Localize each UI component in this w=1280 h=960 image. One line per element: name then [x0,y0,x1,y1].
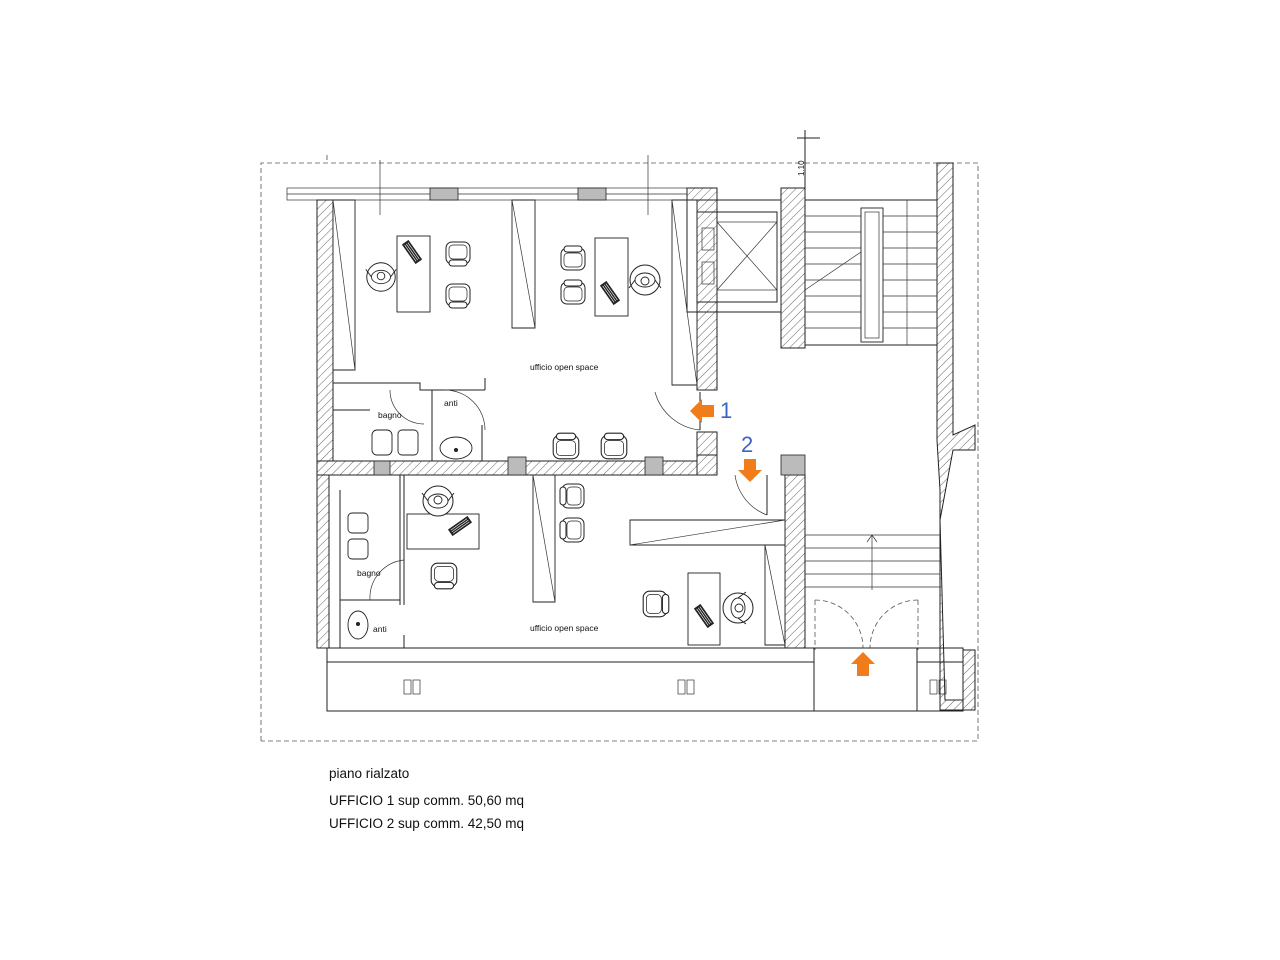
window-icon [403,679,421,695]
office-1: ufficio open space bagno anti [316,187,718,476]
dimension-marker: 1.10 [797,130,820,190]
entrance-1-marker: 1 [690,398,732,423]
room-label-anti-1: anti [444,398,458,408]
wall [686,187,718,201]
room-label-bathroom-1: bagno [378,410,402,420]
room-label-bathroom-2: bagno [357,568,381,578]
dimension-label: 1.10 [797,160,806,176]
balcony-railing [286,155,718,215]
floor-caption: piano rialzato [329,766,410,781]
office-2: ufficio open space bagno anti [316,454,806,649]
arrow-down-icon [738,459,762,482]
main-entrance-marker [851,652,875,676]
window-icon [929,679,947,695]
office-2-area-caption: UFFICIO 2 sup comm. 42,50 mq [329,816,525,831]
entrance-2-marker: 2 [738,432,762,482]
entrance-number-2: 2 [741,432,753,457]
elevator-stair-core [686,162,976,711]
room-label-office-2: ufficio open space [530,623,599,633]
arrow-up-icon [851,652,875,676]
arrow-left-icon [690,399,714,423]
entrance-number-1: 1 [720,398,732,423]
lot-boundary [260,162,979,742]
facade-strip [326,647,964,712]
office-1-area-caption: UFFICIO 1 sup comm. 50,60 mq [329,793,525,808]
lower-stair-entry [805,534,940,650]
room-label-office-1: ufficio open space [530,362,599,372]
wall [316,199,334,476]
room-label-anti-2: anti [373,624,387,634]
window-icon [677,679,695,695]
